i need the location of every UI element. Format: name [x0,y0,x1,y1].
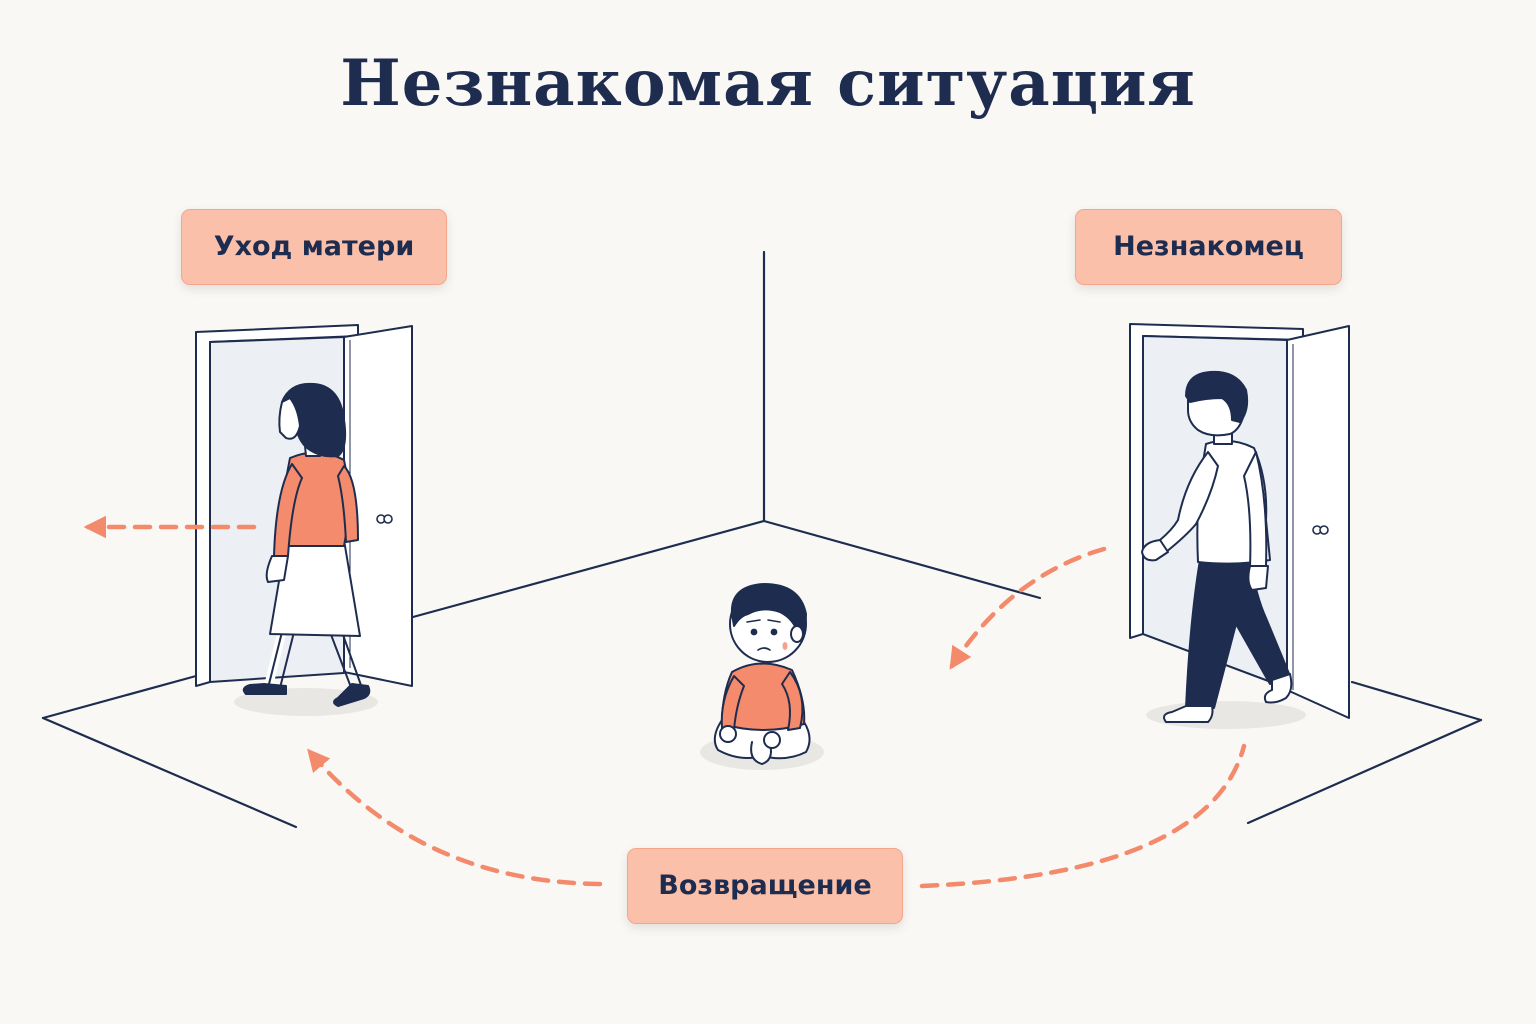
diagram-title: Незнакомая ситуация [340,46,1196,121]
label-return: Возвращение [627,848,903,924]
room-walls [41,250,1483,829]
stranger-figure [1141,370,1306,729]
mother-figure [234,382,378,716]
arrow-return-right [919,743,1247,889]
label-stranger: Незнакомец [1075,209,1342,285]
arrow-return-left [307,748,603,887]
baby-figure [700,583,824,770]
arrow-stranger-enter [949,546,1107,670]
movement-arrows [83,515,1247,889]
label-mother-leaves: Уход матери [181,209,447,285]
